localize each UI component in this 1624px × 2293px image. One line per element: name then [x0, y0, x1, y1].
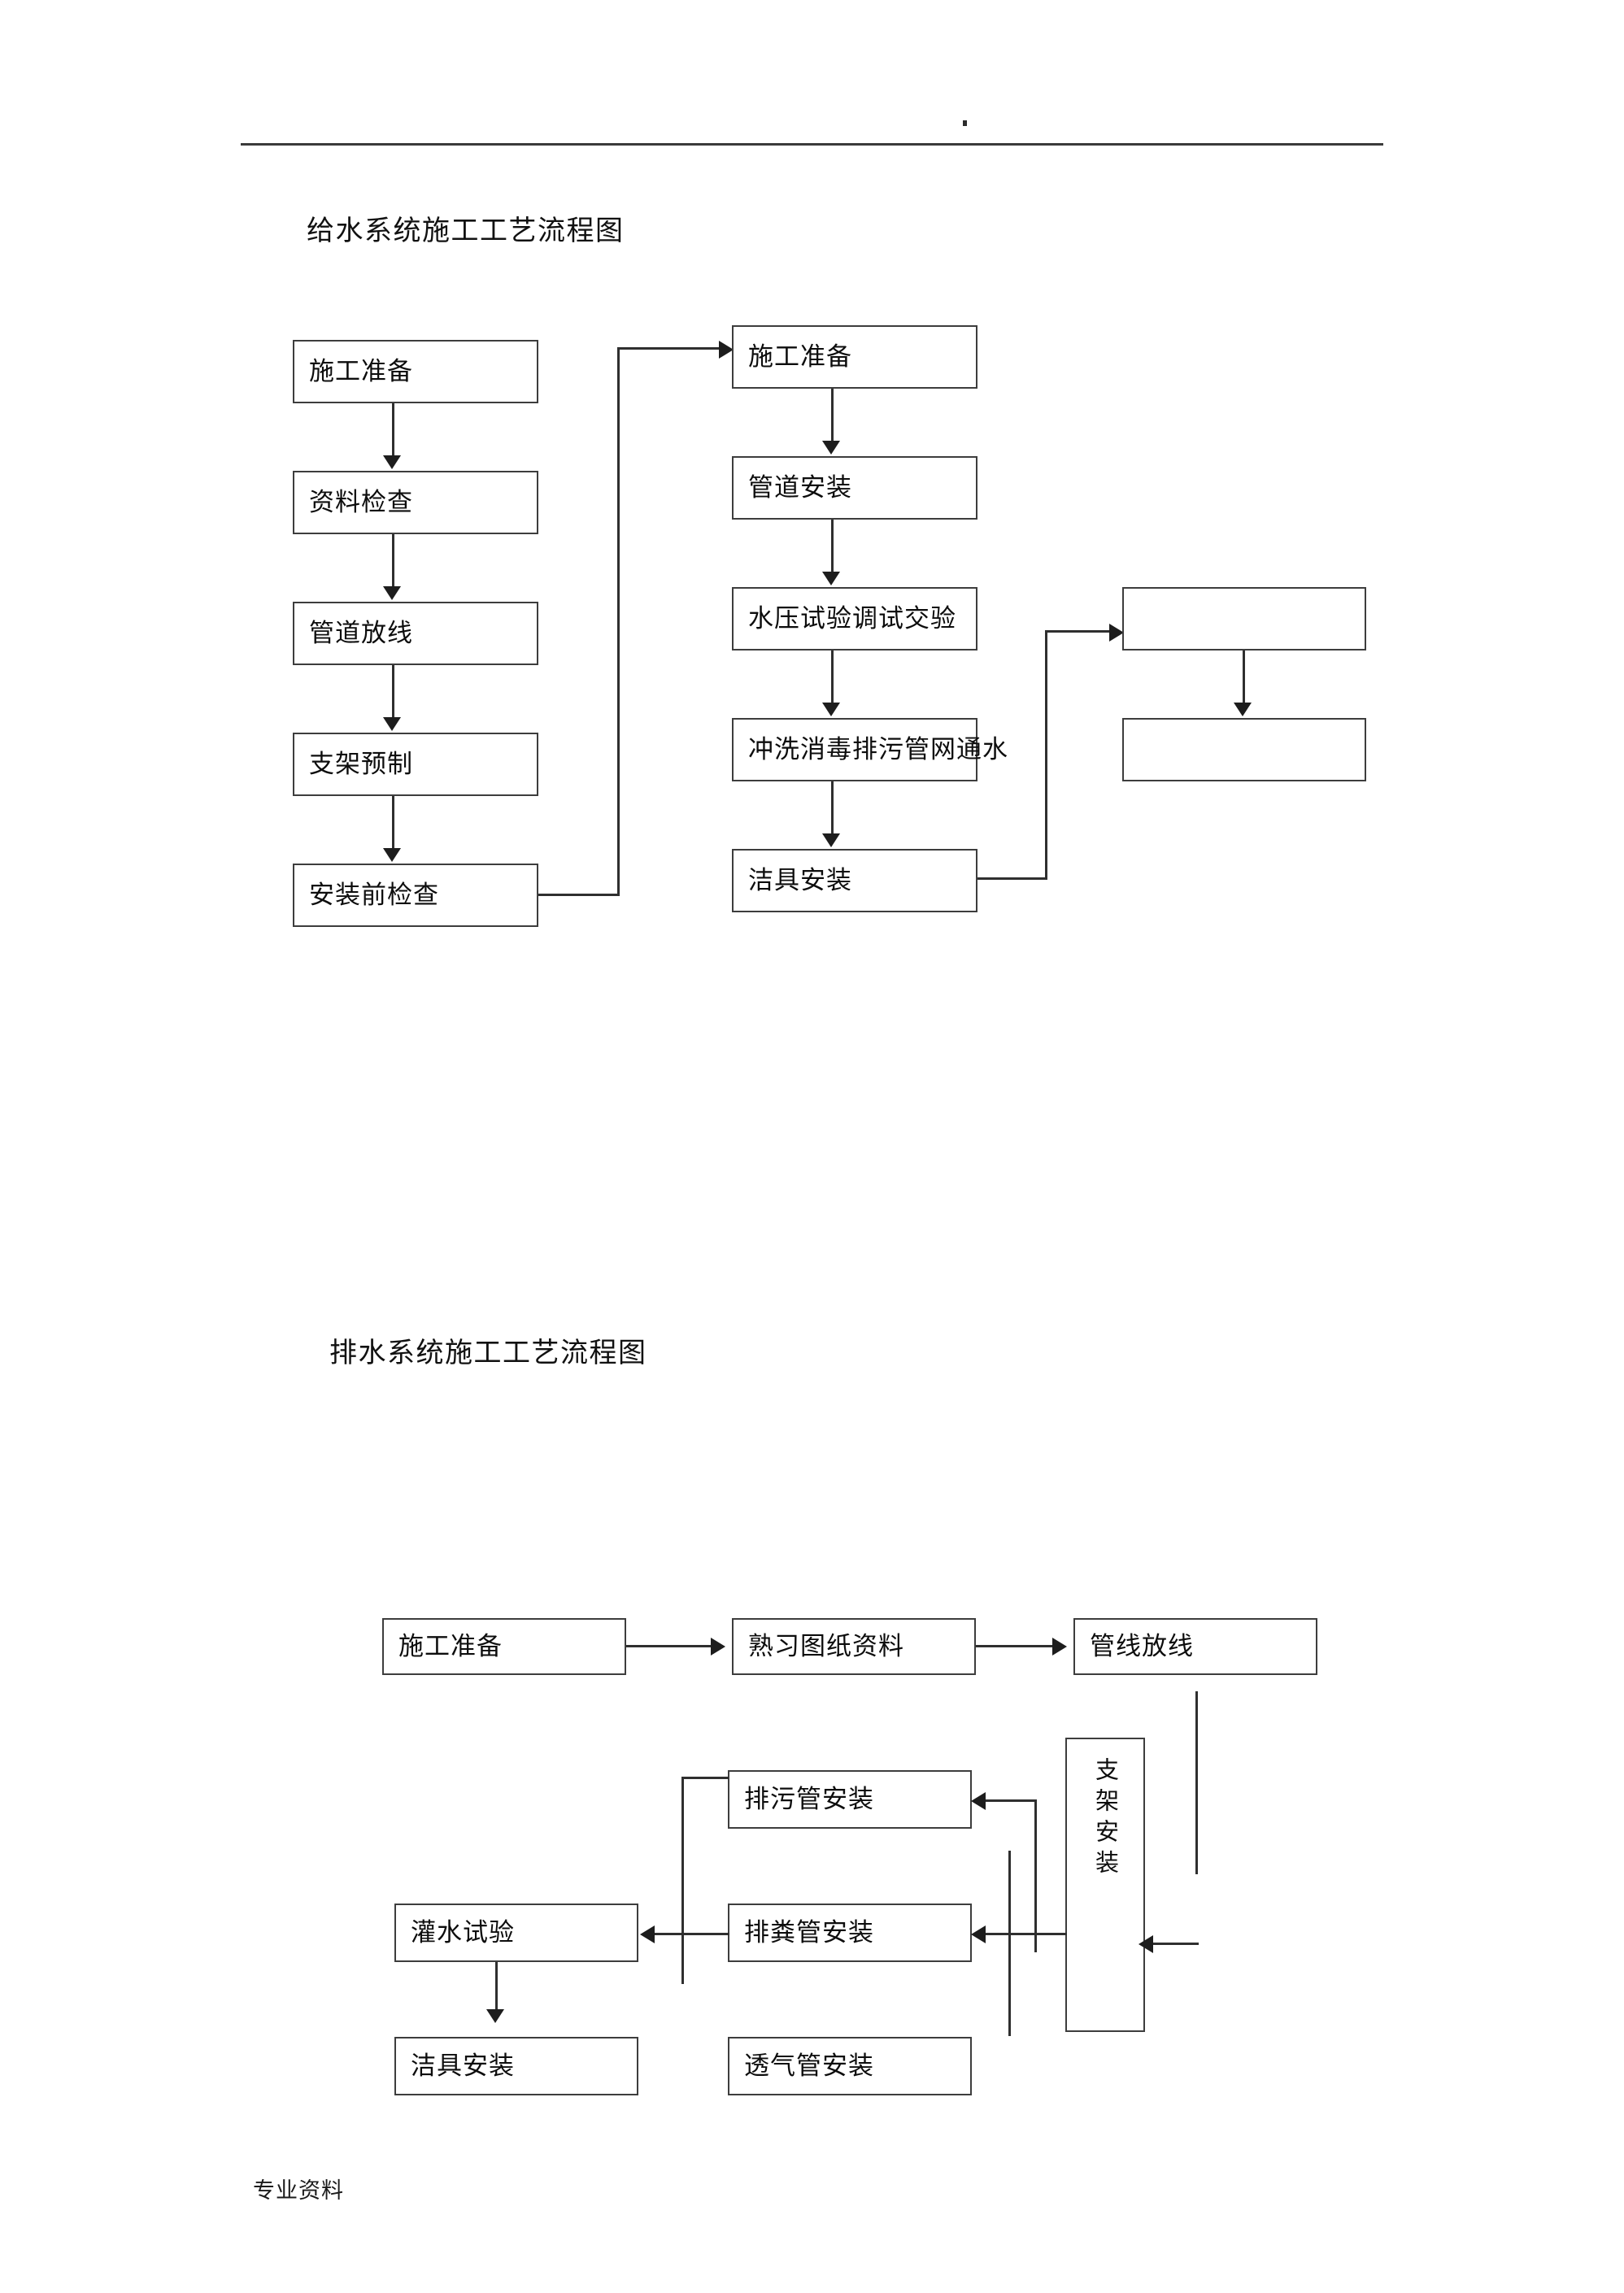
- flow1-mid-box-4: 冲洗消毒排污管网通水: [732, 718, 1008, 781]
- flow2-connector-vertical-mid: [1008, 1851, 1011, 2036]
- flow1-right-connector-1-2: [1243, 650, 1245, 704]
- flow2-arrowhead-bracket-to-soil: [971, 1925, 986, 1943]
- flow2-arrowhead-drawing-to-layout: [1052, 1638, 1067, 1656]
- flow2-label-soil-pipe: 排粪管安装: [744, 1917, 874, 1947]
- footer-label: 专业资料: [253, 2178, 344, 2204]
- flow1-mid-label-1: 施工准备: [748, 342, 852, 372]
- flow1-left-arrowhead-4-5: [383, 848, 401, 862]
- flow2-connector-layout-drop: [1195, 1691, 1198, 1874]
- flow1-left-box-2: 资料检查: [293, 471, 538, 534]
- flow1-mid-connector-4-5: [831, 781, 834, 835]
- flow1-mid-arrowhead-1-2: [822, 441, 840, 455]
- flow2-connector-drawing-to-layout: [976, 1645, 1056, 1647]
- flow1-mid-box-1: 施工准备: [732, 325, 977, 389]
- flow2-arrowhead-into-bracket: [1139, 1935, 1153, 1953]
- page-title-drainage: 排水系统施工工艺流程图: [329, 1337, 647, 1369]
- flow2-arrowhead-soil-to-test: [640, 1925, 655, 1943]
- flow1-left-label-2: 资料检查: [309, 487, 413, 517]
- flow1-left-connector-2-3: [392, 534, 394, 588]
- flow1-right-box-1: [1122, 587, 1366, 650]
- flow2-connector-sewage-left-seg1: [681, 1777, 729, 1779]
- flow2-box-fixture-install: 洁具安装: [394, 2037, 638, 2095]
- flow2-label-drawing-study: 熟习图纸资料: [748, 1631, 904, 1661]
- flow1-mid-to-right-seg1: [977, 877, 1047, 880]
- flow1-mid-label-5: 洁具安装: [748, 865, 852, 895]
- flow1-mid-arrowhead-3-4: [822, 703, 840, 716]
- flow2-label-water-fill-test: 灌水试验: [411, 1917, 515, 1947]
- flow1-right-box-2: [1122, 718, 1366, 781]
- flow2-arrowhead-bracket-to-sewage: [971, 1792, 986, 1810]
- flow1-left-connector-1-2: [392, 403, 394, 457]
- flow2-connector-prep-to-drawing: [626, 1645, 714, 1647]
- flow2-connector-test-to-fixture: [495, 1962, 498, 2011]
- flow2-label-construction-prep: 施工准备: [398, 1631, 503, 1661]
- flow1-left-connector-3-4: [392, 665, 394, 719]
- flow1-left-label-3: 管道放线: [309, 618, 413, 648]
- header-rule: [241, 143, 1383, 146]
- flow1-cross-connector-seg3: [617, 347, 721, 350]
- flow1-mid-label-3: 水压试验调试交验: [748, 603, 956, 633]
- flow1-mid-connector-3-4: [831, 650, 834, 704]
- flow1-left-box-5: 安装前检查: [293, 864, 538, 927]
- flow1-mid-box-2: 管道安装: [732, 456, 977, 520]
- flow1-left-box-4: 支架预制: [293, 733, 538, 796]
- flow2-connector-bracket-to-sewage-seg2: [986, 1799, 1036, 1802]
- flow1-mid-box-3: 水压试验调试交验: [732, 587, 977, 650]
- flow1-mid-to-right-arrowhead: [1109, 624, 1124, 642]
- flow2-label-pipeline-layout: 管线放线: [1090, 1631, 1194, 1661]
- flow1-mid-box-5: 洁具安装: [732, 849, 977, 912]
- flow1-mid-to-right-seg2: [1045, 630, 1047, 880]
- flow1-left-arrowhead-2-3: [383, 586, 401, 600]
- flow2-box-soil-pipe: 排粪管安装: [728, 1904, 972, 1962]
- flow1-mid-label-2: 管道安装: [748, 472, 852, 503]
- flow2-connector-into-bracket: [1150, 1943, 1199, 1945]
- flow2-box-construction-prep: 施工准备: [382, 1618, 626, 1675]
- flow2-box-bracket-install: 支架安装: [1065, 1738, 1145, 2032]
- flow2-label-fixture-install: 洁具安装: [411, 2051, 515, 2081]
- flow2-connector-sewage-left-seg2: [681, 1777, 684, 1984]
- flow2-label-bracket-install: 支架安装: [1091, 1757, 1120, 1881]
- flow1-mid-arrowhead-2-3: [822, 572, 840, 585]
- flow1-left-label-4: 支架预制: [309, 749, 413, 779]
- flow2-arrowhead-prep-to-drawing: [711, 1638, 725, 1656]
- flow1-left-connector-4-5: [392, 796, 394, 850]
- flow1-right-arrowhead-1-2: [1234, 703, 1252, 716]
- flow1-mid-connector-2-3: [831, 520, 834, 573]
- flow1-cross-connector-seg2: [617, 347, 620, 896]
- page-title-water-supply: 给水系统施工工艺流程图: [307, 215, 625, 247]
- flow1-cross-connector-seg1: [538, 894, 620, 896]
- flow1-left-arrowhead-1-2: [383, 455, 401, 469]
- flow2-label-vent-pipe: 透气管安装: [744, 2051, 874, 2081]
- flow1-left-label-5: 安装前检查: [309, 880, 439, 910]
- flow2-box-sewage-pipe: 排污管安装: [728, 1770, 972, 1829]
- flow1-mid-connector-1-2: [831, 389, 834, 442]
- flow2-connector-bracket-to-soil: [986, 1933, 1067, 1935]
- header-dot: [963, 120, 967, 126]
- flow2-box-drawing-study: 熟习图纸资料: [732, 1618, 976, 1675]
- flow1-mid-to-right-seg3: [1045, 630, 1113, 633]
- flow2-box-pipeline-layout: 管线放线: [1073, 1618, 1317, 1675]
- flow2-box-water-fill-test: 灌水试验: [394, 1904, 638, 1962]
- flow2-connector-bracket-to-sewage-seg1: [1034, 1799, 1037, 1952]
- flow1-cross-connector-arrowhead: [719, 341, 734, 359]
- flow1-left-box-3: 管道放线: [293, 602, 538, 665]
- flow1-left-box-1: 施工准备: [293, 340, 538, 403]
- flow2-arrowhead-test-to-fixture: [486, 2009, 504, 2023]
- flow2-connector-soil-to-test: [655, 1933, 729, 1935]
- flow1-mid-label-4: 冲洗消毒排污管网通水: [748, 734, 1008, 764]
- flow1-mid-arrowhead-4-5: [822, 833, 840, 847]
- flow2-box-vent-pipe: 透气管安装: [728, 2037, 972, 2095]
- flow2-label-sewage-pipe: 排污管安装: [744, 1784, 874, 1814]
- flow1-left-label-1: 施工准备: [309, 356, 413, 386]
- flow1-left-arrowhead-3-4: [383, 717, 401, 731]
